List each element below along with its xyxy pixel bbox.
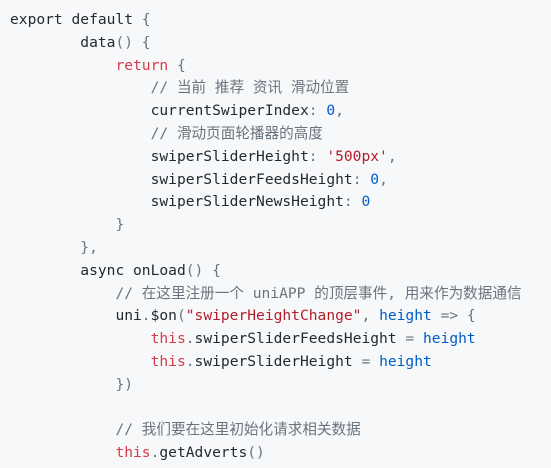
code-indent	[10, 79, 151, 96]
code-indent	[10, 262, 80, 279]
code-line: this.getAdverts()	[10, 442, 551, 465]
code-line: export default {	[10, 9, 551, 32]
code-indent	[10, 307, 115, 324]
code-token: $on	[150, 307, 177, 325]
code-line: // 我们要在这里初始化请求相关数据	[10, 419, 551, 442]
code-line: swiperSliderHeight: '500px',	[10, 146, 551, 169]
code-indent	[10, 330, 151, 347]
code-token: swiperSliderHeight	[150, 147, 309, 165]
code-token: .	[185, 330, 195, 348]
code-token: height	[423, 330, 476, 348]
code-token: },	[80, 238, 98, 256]
code-token: 0	[326, 102, 336, 120]
code-indent	[10, 353, 151, 370]
code-token: () {	[185, 261, 221, 279]
code-indent	[10, 148, 151, 165]
code-token: "swiperHeightChange"	[185, 307, 362, 325]
code-token: export default	[10, 11, 142, 28]
code-token: getAdverts	[159, 444, 248, 462]
code-token: :	[343, 193, 362, 211]
code-token: // 当前 推荐 资讯 滑动位置	[150, 79, 350, 97]
code-indent	[10, 125, 151, 142]
code-indent	[10, 285, 115, 302]
code-indent	[10, 34, 80, 51]
code-token: swiperSliderFeedsHeight	[194, 330, 406, 348]
code-token: (	[176, 307, 186, 325]
code-token: => {	[431, 307, 476, 325]
code-token: this	[150, 330, 186, 348]
code-token: })	[115, 375, 134, 393]
code-token: currentSwiperIndex	[150, 102, 309, 120]
code-token: '500px'	[326, 147, 388, 165]
code-token: ,	[361, 307, 380, 325]
code-indent	[10, 239, 80, 256]
code-token: // 我们要在这里初始化请求相关数据	[115, 421, 361, 439]
code-token: // 在这里注册一个 uniAPP 的顶层事件, 用来作为数据通信	[115, 284, 522, 302]
code-token: height	[379, 352, 432, 370]
code-line: })	[10, 374, 551, 397]
code-token: =	[361, 352, 380, 370]
code-line: data() {	[10, 32, 551, 55]
code-line: this.swiperSliderHeight = height	[10, 351, 551, 374]
code-line: return {	[10, 55, 551, 78]
code-token: swiperSliderFeedsHeight	[150, 170, 353, 188]
code-line	[10, 397, 551, 420]
code-token: async onLoad	[80, 261, 186, 279]
code-token: 0	[370, 170, 380, 188]
code-token: swiperSliderNewsHeight	[150, 193, 344, 211]
code-token: data	[80, 33, 116, 51]
code-line: // 在这里注册一个 uniAPP 的顶层事件, 用来作为数据通信	[10, 283, 551, 306]
code-token: ,	[379, 170, 388, 188]
code-token: :	[308, 102, 327, 120]
code-line: swiperSliderNewsHeight: 0	[10, 191, 551, 214]
code-token: .	[150, 444, 160, 462]
code-line: },	[10, 237, 551, 260]
code-token: this	[115, 444, 151, 462]
code-token: // 滑动页面轮播器的高度	[150, 124, 323, 142]
code-token: 0	[361, 193, 371, 211]
code-token: () {	[115, 33, 151, 51]
code-indent	[10, 193, 151, 210]
code-token: :	[308, 147, 327, 165]
code-line: currentSwiperIndex: 0,	[10, 100, 551, 123]
code-line: // 当前 推荐 资讯 滑动位置	[10, 77, 551, 100]
code-token: }	[115, 216, 125, 234]
code-token: height	[379, 307, 432, 325]
code-token: :	[352, 170, 371, 188]
code-token: uni	[115, 307, 142, 325]
code-indent	[10, 102, 151, 119]
code-indent	[10, 57, 115, 74]
code-token: =	[405, 330, 423, 348]
code-token: this	[150, 352, 186, 370]
code-indent	[10, 171, 151, 188]
code-indent	[10, 376, 115, 393]
code-line: // 滑动页面轮播器的高度	[10, 123, 551, 146]
code-token: return	[115, 56, 177, 74]
code-line: }	[10, 214, 551, 237]
code-indent	[10, 421, 115, 438]
code-token: ,	[387, 147, 397, 165]
code-token: {	[176, 56, 186, 74]
code-line: this.swiperSliderFeedsHeight = height	[10, 328, 551, 351]
code-line: swiperSliderFeedsHeight: 0,	[10, 169, 551, 192]
code-token: .	[141, 307, 151, 325]
code-line: async onLoad() {	[10, 260, 551, 283]
code-indent	[10, 444, 115, 461]
code-token: ()	[247, 444, 265, 462]
code-line: uni.$on("swiperHeightChange", height => …	[10, 305, 551, 328]
code-token: ,	[335, 102, 344, 120]
code-token: .	[185, 352, 195, 370]
code-token: swiperSliderHeight	[194, 352, 362, 370]
code-token: {	[141, 11, 151, 28]
code-indent	[10, 216, 115, 233]
